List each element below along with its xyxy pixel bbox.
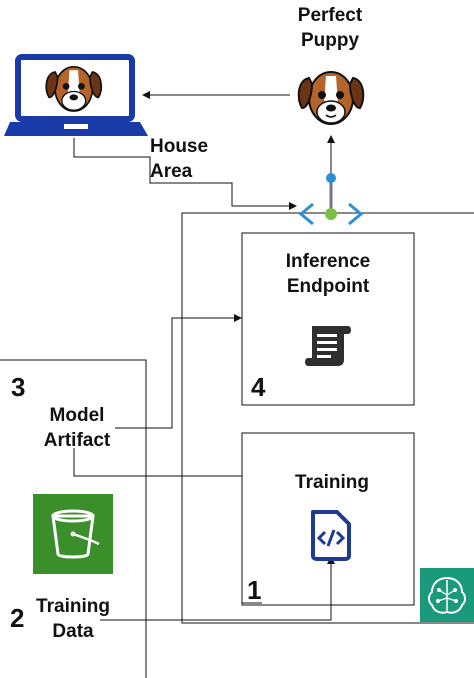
perfect-puppy-label: Perfect Puppy bbox=[270, 3, 390, 53]
puppy-icon bbox=[297, 71, 365, 125]
training-data-line1: Training bbox=[36, 596, 110, 617]
code-file-icon bbox=[311, 510, 351, 561]
inference-endpoint-box bbox=[241, 232, 415, 406]
inference-endpoint-line2: Endpoint bbox=[286, 276, 370, 297]
model-artifact-label: Model Artifact bbox=[28, 403, 126, 453]
house-area-line1: House bbox=[150, 136, 209, 157]
training-data-label: Training Data bbox=[28, 594, 118, 644]
model-artifact-line1: Model bbox=[49, 405, 105, 426]
sagemaker-brain-icon bbox=[420, 568, 474, 622]
api-endpoint-icon bbox=[298, 173, 364, 226]
training-box bbox=[241, 432, 415, 606]
model-artifact-line2: Artifact bbox=[43, 430, 111, 451]
arrow-data-to-training bbox=[100, 556, 335, 621]
step-1-number: 1 bbox=[247, 575, 262, 605]
house-area-line2: Area bbox=[150, 161, 193, 182]
line-training-to-artifact bbox=[73, 448, 242, 477]
arrow-artifact-to-endpoint bbox=[115, 314, 242, 429]
s3-bucket-icon bbox=[33, 494, 113, 574]
s3-region-box bbox=[0, 359, 147, 678]
training-data-line2: Data bbox=[52, 621, 94, 642]
training-label: Training bbox=[295, 472, 369, 493]
laptop-icon bbox=[4, 54, 148, 136]
house-area-label: House Area bbox=[150, 134, 224, 184]
arrow-laptop-to-endpoint bbox=[73, 138, 297, 210]
step-3-number: 3 bbox=[11, 372, 26, 402]
inference-endpoint-label: Inference Endpoint bbox=[242, 249, 414, 299]
perfect-puppy-line1: Perfect bbox=[297, 5, 363, 26]
step-4-number: 4 bbox=[251, 372, 266, 402]
scroll-document-icon bbox=[305, 326, 351, 366]
inference-endpoint-line1: Inference bbox=[285, 251, 371, 272]
step-2-number: 2 bbox=[10, 603, 25, 633]
perfect-puppy-line2: Puppy bbox=[300, 30, 360, 51]
